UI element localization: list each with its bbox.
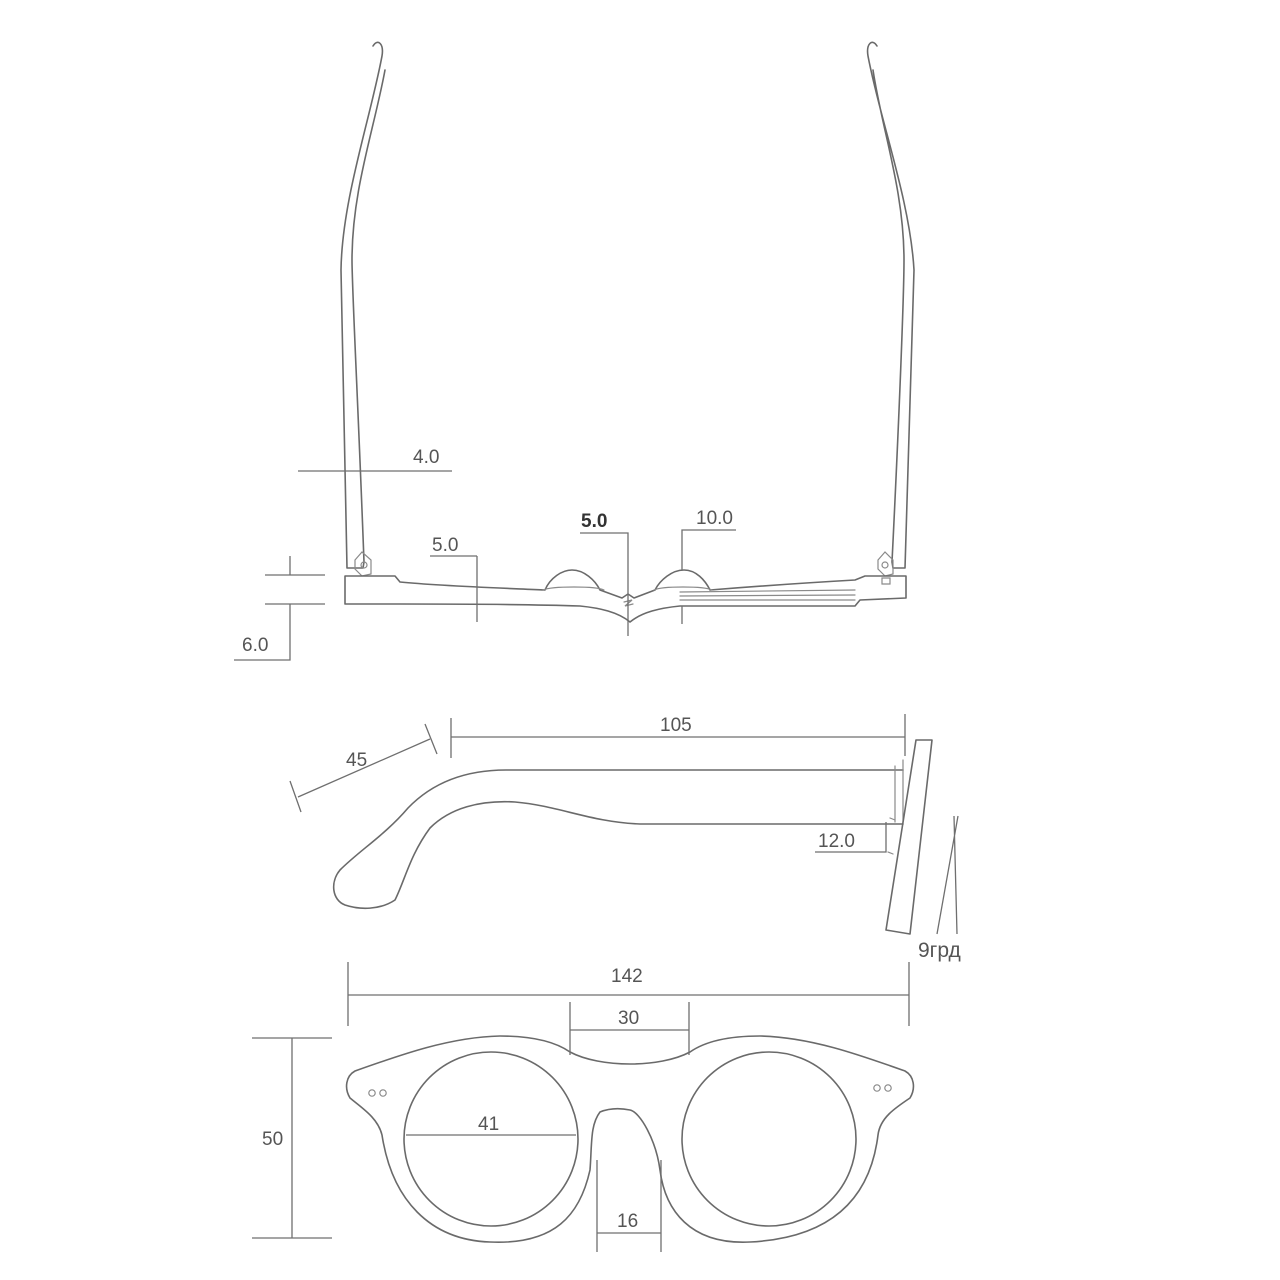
front-side-profile: [885, 739, 933, 935]
left-hinge: [354, 551, 372, 577]
right-hinge: [877, 551, 894, 585]
dim-total-width: 142: [611, 966, 643, 987]
frame-front-outline: [345, 1035, 915, 1243]
dim-bridge-top-width: 30: [618, 1008, 639, 1029]
dim-pantoscopic-tilt: 9грд: [918, 939, 961, 962]
dim-nose-pad-width: 10.0: [696, 508, 733, 529]
dim-temple-bend: 45: [346, 750, 367, 771]
right-temple: [866, 41, 915, 569]
left-temple: [340, 41, 386, 569]
dim-bridge-thickness: 5.0: [581, 511, 607, 532]
dim-temple-thickness: 4.0: [413, 447, 439, 468]
top-view: 4.0 5.0 5.0 10.0 6.0: [234, 41, 915, 661]
dim-hinge-height: 12.0: [818, 831, 855, 852]
dim-front-depth: 6.0: [242, 635, 268, 656]
right-lens: [681, 1051, 857, 1227]
right-rivet-2: [884, 1084, 892, 1092]
dim-lens-height: 50: [262, 1129, 283, 1150]
dim-lens-diameter: 41: [478, 1114, 499, 1135]
left-rivet-1: [368, 1089, 376, 1097]
temple-side-profile: [332, 769, 904, 910]
side-view: 45 105 12.0 9грд: [289, 714, 961, 962]
dim-temple-length: 105: [660, 715, 692, 736]
frame-front-top: [344, 569, 907, 623]
right-rivet-1: [873, 1084, 881, 1092]
dim-front-thickness: 5.0: [432, 535, 458, 556]
left-lens: [403, 1051, 579, 1227]
left-rivet-2: [379, 1089, 387, 1097]
front-view: 142 30 50 41 16: [252, 962, 915, 1252]
dim-bridge-width: 16: [617, 1211, 638, 1232]
